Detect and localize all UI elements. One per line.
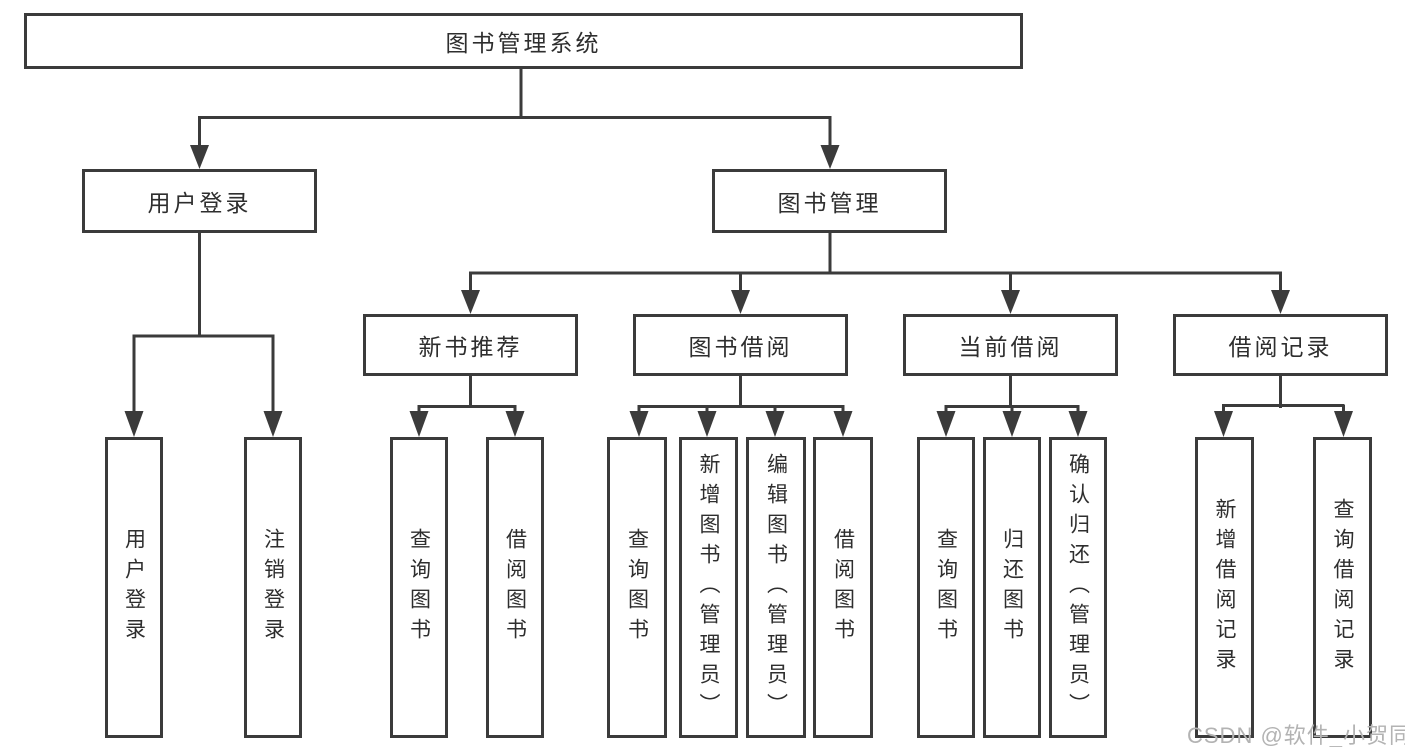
arrowhead <box>461 290 480 314</box>
node-book-borrow: 图书借阅 <box>633 314 848 376</box>
leaf-query-books-current: 查询图书 <box>917 437 975 738</box>
arrowhead <box>820 145 840 169</box>
leaf-confirm-return-admin-label: 确认归还（管理员） <box>1066 452 1090 723</box>
node-root: 图书管理系统 <box>24 13 1023 69</box>
node-current-borrow-label: 当前借阅 <box>958 334 1063 360</box>
leaf-query-books-recommend: 查询图书 <box>390 437 448 738</box>
arrowhead <box>629 411 649 437</box>
node-user-login: 用户登录 <box>82 169 317 233</box>
arrowhead <box>731 290 750 314</box>
connector-book-management-to-level3 <box>461 233 1290 314</box>
arrowhead <box>409 411 429 437</box>
leaf-borrow-books: 借阅图书 <box>813 437 873 738</box>
node-borrow-records-label: 借阅记录 <box>1228 334 1333 360</box>
arrowhead <box>697 411 717 437</box>
leaf-user-login: 用户登录 <box>105 437 163 738</box>
connector-book-borrow-to-leaves <box>629 376 853 437</box>
arrowhead <box>124 411 144 437</box>
node-current-borrow: 当前借阅 <box>903 314 1118 376</box>
connector-borrow-records-to-leaves <box>1214 376 1353 437</box>
leaf-add-book-admin: 新增图书（管理员） <box>679 437 738 738</box>
leaf-return-books-label: 归还图书 <box>1000 527 1024 648</box>
arrowhead <box>1068 411 1088 437</box>
leaf-query-books-current-label: 查询图书 <box>934 527 958 648</box>
connector-new-book-recommend-to-leaves <box>409 376 525 437</box>
arrowhead <box>1334 411 1353 437</box>
node-borrow-records: 借阅记录 <box>1173 314 1388 376</box>
leaf-add-book-admin-label: 新增图书（管理员） <box>697 452 720 723</box>
leaf-query-borrow-record-label: 查询借阅记录 <box>1331 497 1354 678</box>
connector-root-to-level2 <box>190 69 840 169</box>
leaf-logout-label: 注销登录 <box>261 527 285 648</box>
leaf-logout: 注销登录 <box>244 437 302 738</box>
leaf-borrow-books-label: 借阅图书 <box>831 527 855 648</box>
arrowhead <box>263 411 283 437</box>
leaf-add-borrow-record-label: 新增借阅记录 <box>1213 497 1236 678</box>
leaf-query-books-recommend-label: 查询图书 <box>407 527 431 648</box>
arrowhead <box>505 411 525 437</box>
leaf-confirm-return-admin: 确认归还（管理员） <box>1049 437 1107 738</box>
arrowhead <box>1271 290 1290 314</box>
node-book-management: 图书管理 <box>712 169 947 233</box>
node-new-book-recommend-label: 新书推荐 <box>418 334 523 360</box>
arrowhead <box>190 145 209 169</box>
node-new-book-recommend: 新书推荐 <box>363 314 578 376</box>
leaf-query-borrow-record: 查询借阅记录 <box>1313 437 1372 738</box>
leaf-query-books-borrow: 查询图书 <box>607 437 667 738</box>
connector-user-login-to-leaves <box>124 232 283 437</box>
node-user-login-label: 用户登录 <box>147 190 252 216</box>
leaf-user-login-label: 用户登录 <box>122 527 146 648</box>
leaf-edit-book-admin: 编辑图书（管理员） <box>746 437 806 738</box>
node-root-label: 图书管理系统 <box>445 30 602 56</box>
arrowhead <box>936 411 956 437</box>
node-book-borrow-label: 图书借阅 <box>688 334 793 360</box>
connector-current-borrow-to-leaves <box>936 376 1088 437</box>
arrowhead <box>765 411 785 437</box>
leaf-query-books-borrow-label: 查询图书 <box>625 527 649 648</box>
watermark: CSDN @软件_小贺同学 <box>1187 723 1405 747</box>
arrowhead <box>833 411 853 437</box>
leaf-borrow-books-recommend: 借阅图书 <box>486 437 544 738</box>
arrowhead <box>1001 290 1020 314</box>
arrowhead <box>1002 411 1022 437</box>
leaf-edit-book-admin-label: 编辑图书（管理员） <box>764 452 788 723</box>
leaf-borrow-books-recommend-label: 借阅图书 <box>503 527 527 648</box>
arrowhead <box>1214 411 1233 437</box>
leaf-return-books: 归还图书 <box>983 437 1041 738</box>
leaf-add-borrow-record: 新增借阅记录 <box>1195 437 1254 738</box>
node-book-management-label: 图书管理 <box>777 190 882 216</box>
